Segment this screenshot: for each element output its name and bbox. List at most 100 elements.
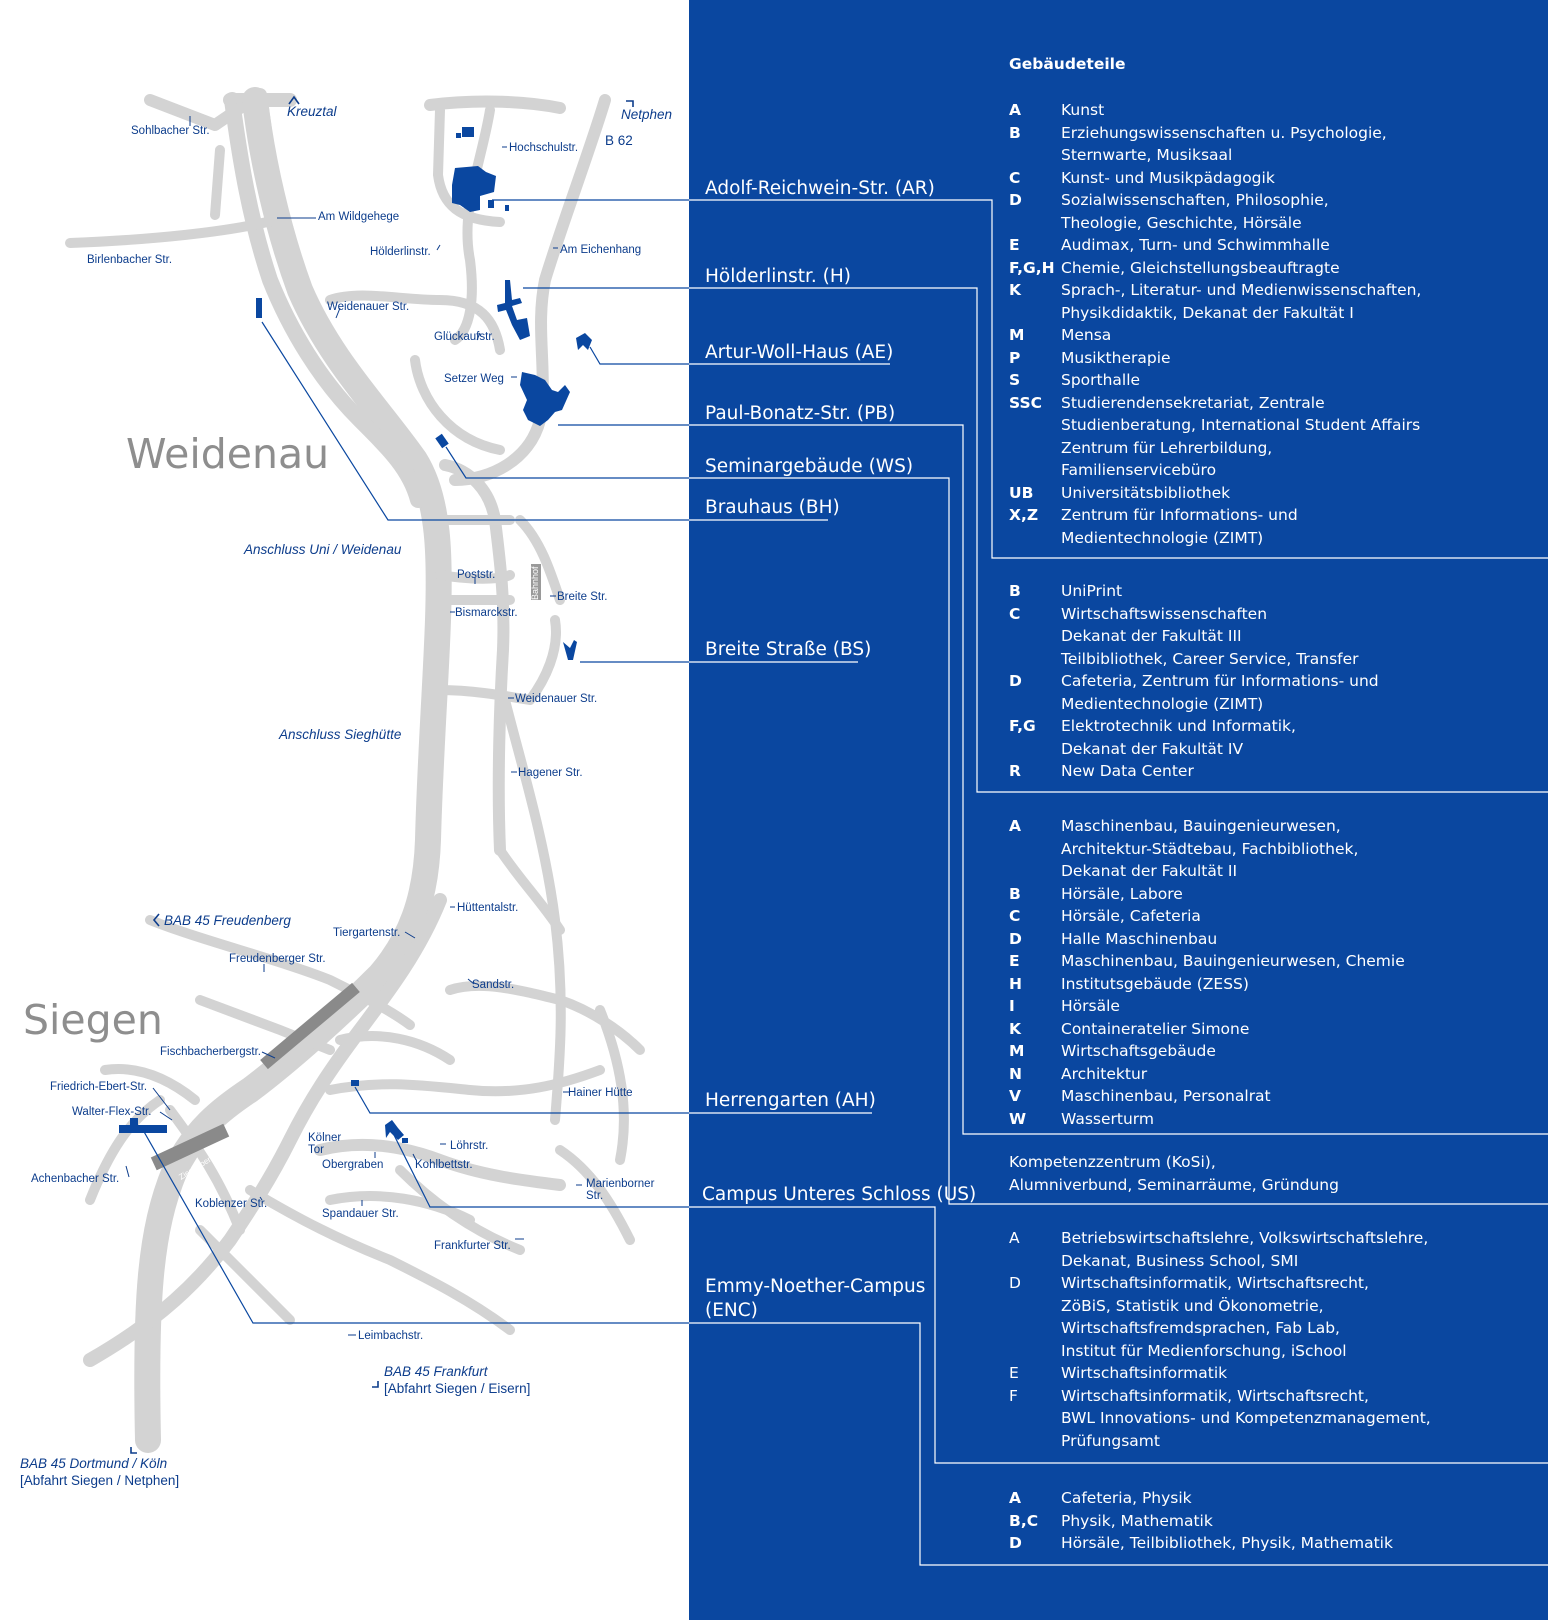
street-koelner-tor-2: Tor bbox=[308, 1144, 324, 1156]
legend-key: A bbox=[1009, 817, 1021, 835]
legend-key: E bbox=[1009, 952, 1020, 970]
legend-key: UB bbox=[1009, 483, 1034, 502]
railway-siegen bbox=[260, 982, 360, 1070]
street-hoelderlin: Hölderlinstr. bbox=[370, 246, 431, 258]
legend-heading: Gebäudeteile bbox=[1009, 55, 1126, 73]
campus-enc[interactable]: Emmy-Noether-Campus bbox=[705, 1276, 925, 1297]
legend-text: Physik, Mathematik bbox=[1061, 1511, 1213, 1530]
legend-text: New Data Center bbox=[1061, 762, 1194, 780]
campus-ar[interactable]: Adolf-Reichwein-Str. (AR) bbox=[705, 178, 935, 199]
direction-bab45-freudenberg: BAB 45 Freudenberg bbox=[164, 913, 291, 928]
road-network bbox=[65, 87, 645, 1453]
building-ws bbox=[435, 433, 449, 449]
arrow-kreuztal-icon bbox=[288, 95, 300, 105]
campus-pb[interactable]: Paul-Bonatz-Str. (PB) bbox=[705, 403, 895, 424]
legend-text: Kunst- und Musikpädagogik bbox=[1061, 168, 1275, 187]
legend-row: B,C Physik, Mathematik bbox=[1009, 1510, 1393, 1533]
legend-row: A Kunst bbox=[1009, 99, 1421, 122]
legend-key: A bbox=[1009, 1489, 1021, 1507]
street-hainer-huette: Hainer Hütte bbox=[568, 1087, 633, 1099]
connector-ws-map bbox=[445, 446, 689, 479]
street-hochschul: Hochschulstr. bbox=[509, 142, 578, 154]
legend-row: D Sozialwissenschaften, Philosophie, Theo… bbox=[1009, 189, 1421, 234]
legend-key: F,G bbox=[1009, 717, 1036, 735]
arrow-frankfurt-icon bbox=[372, 1381, 379, 1388]
street-achenbacher: Achenbacher Str. bbox=[31, 1173, 119, 1185]
legend-text: Wasserturm bbox=[1061, 1109, 1154, 1128]
street-koelner-tor: Kölner bbox=[308, 1132, 341, 1144]
campus-enc-2[interactable]: (ENC) bbox=[705, 1300, 758, 1321]
street-tiergarten: Tiergartenstr. bbox=[333, 927, 400, 939]
legend-key: B bbox=[1009, 884, 1021, 903]
street-post: Poststr. bbox=[457, 569, 495, 581]
street-hagener: Hagener Str. bbox=[518, 767, 583, 779]
connector-lines bbox=[142, 199, 689, 1324]
legend-text: Kunst bbox=[1061, 101, 1105, 119]
direction-kreuztal: Kreuztal bbox=[287, 104, 338, 119]
legend-text: Mensa bbox=[1061, 326, 1112, 344]
legend-text: Sporthalle bbox=[1061, 371, 1141, 389]
legend-key: A bbox=[1009, 101, 1021, 119]
legend-key: H bbox=[1009, 974, 1022, 993]
building-ar-annex-1 bbox=[488, 200, 494, 208]
building-ar-annex-2 bbox=[505, 205, 509, 211]
legend-key: C bbox=[1009, 604, 1021, 623]
road-b62: B 62 bbox=[605, 133, 633, 148]
campus-h[interactable]: Hölderlinstr. (H) bbox=[705, 266, 851, 287]
campus-bh[interactable]: Brauhaus (BH) bbox=[705, 497, 840, 518]
arrow-netphen-icon bbox=[626, 100, 634, 107]
label-bahnhof-weidenau: Bahnhof bbox=[530, 566, 540, 600]
legend-text: Chemie, Gleichstellungsbeauftragte bbox=[1061, 258, 1340, 277]
campus-ae[interactable]: Artur-Woll-Haus (AE) bbox=[705, 342, 893, 363]
campus-bs[interactable]: Breite Straße (BS) bbox=[705, 639, 871, 660]
street-obergraben: Obergraben bbox=[322, 1159, 383, 1171]
legend-key: M bbox=[1009, 326, 1025, 344]
legend-text: Halle Maschinenbau bbox=[1061, 929, 1218, 948]
street-friedrich-ebert: Friedrich-Ebert-Str. bbox=[50, 1081, 147, 1093]
campus-ah[interactable]: Herrengarten (AH) bbox=[705, 1090, 876, 1111]
connector-bh-map bbox=[261, 321, 689, 521]
legend-text: Architektur bbox=[1061, 1064, 1148, 1083]
legend-key: C bbox=[1009, 168, 1021, 187]
street-birlenbacher: Birlenbacher Str. bbox=[87, 254, 172, 266]
legend-key: B bbox=[1009, 582, 1021, 600]
street-spandauer: Spandauer Str. bbox=[322, 1208, 399, 1220]
connector-ar bbox=[689, 199, 1548, 559]
legend-text: Zentrum für Informations- und Medientech… bbox=[1061, 506, 1298, 547]
legend-key: B,C bbox=[1009, 1511, 1039, 1530]
legend-text: Sozialwissenschaften, Philosophie, Theol… bbox=[1061, 191, 1329, 232]
campus-ws[interactable]: Seminargebäude (WS) bbox=[705, 456, 913, 477]
building-bs bbox=[563, 640, 577, 660]
legend-key: E bbox=[1009, 1364, 1019, 1382]
connector-ah-map bbox=[354, 1086, 689, 1114]
arrow-freudenberg-icon bbox=[152, 913, 160, 927]
direction-anschluss-sieghuette: Anschluss Sieghütte bbox=[278, 727, 401, 742]
street-leimbach: Leimbachstr. bbox=[358, 1330, 423, 1342]
building-bh bbox=[256, 298, 262, 318]
legend-key: D bbox=[1009, 191, 1022, 209]
campus-us[interactable]: Campus Unteres Schloss (US) bbox=[702, 1184, 976, 1205]
direction-bab45-dortmund-exit: [Abfahrt Siegen / Netphen] bbox=[20, 1473, 179, 1488]
legend-row: C Kunst- und Musikpädagogik bbox=[1009, 167, 1421, 190]
legend-panel bbox=[689, 0, 1548, 1620]
legend-key: V bbox=[1009, 1087, 1021, 1105]
legend-key: B bbox=[1009, 123, 1021, 142]
legend-text: Sprach-, Literatur- und Medienwissenscha… bbox=[1061, 281, 1422, 322]
